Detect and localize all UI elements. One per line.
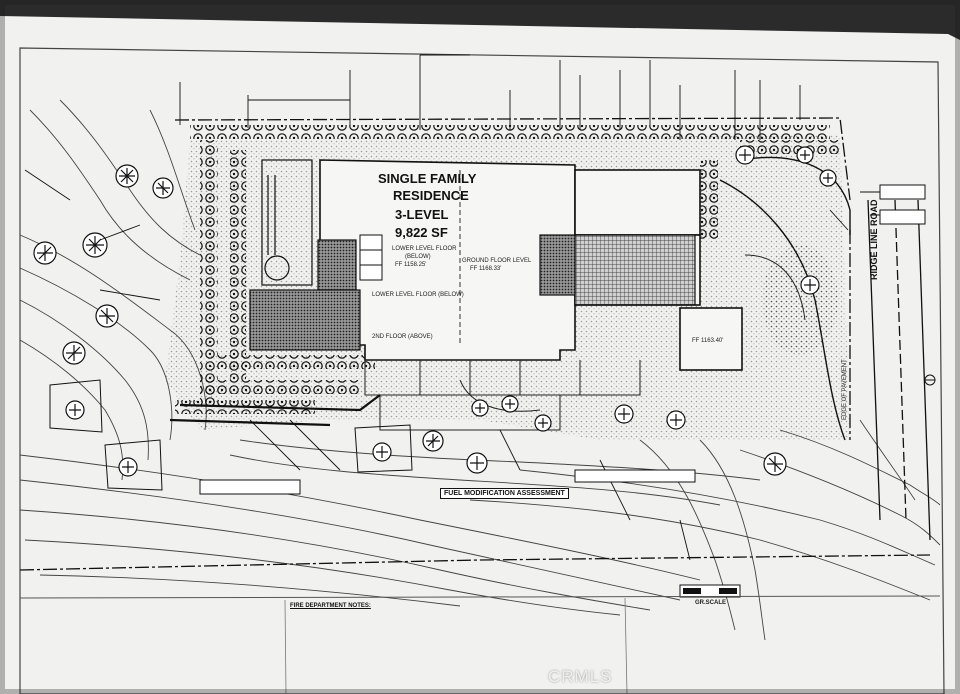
lower-level-sub: (BELOW): [405, 254, 431, 260]
pool-area: [261, 159, 313, 286]
garage: [679, 307, 743, 371]
lower-level-label: LOWER LEVEL FLOOR: [392, 246, 457, 252]
garage-ff-label: FF 1163.40': [692, 338, 724, 344]
residence-title-line1: SINGLE FAMILY: [378, 171, 477, 186]
trees: [33, 145, 837, 477]
watermark: CRMLS: [548, 667, 613, 686]
lower-level-below-label: LOWER LEVEL FLOOR (BELOW): [372, 292, 464, 298]
residence-title-line2: RESIDENCE: [393, 188, 469, 203]
ridge-line-road: [867, 199, 931, 541]
fuel-mod-title: FUEL MODIFICATION ASSESSMENT: [440, 488, 569, 500]
ground-ff-label: FF 1168.33': [470, 266, 502, 272]
residence-area: 9,822 SF: [395, 225, 448, 240]
property-lines: [19, 117, 931, 571]
fire-notes-header: FIRE DEPARTMENT NOTES:: [290, 603, 371, 609]
scale-label: GR.SCALE: [695, 600, 727, 606]
second-floor-label: 2ND FLOOR (ABOVE): [372, 334, 433, 340]
road-edge-label: EDGE OF PAVEMENT: [842, 359, 848, 420]
ground-level-label: GROUND FLOOR LEVEL: [462, 258, 532, 264]
shrub-border: [175, 125, 840, 414]
road-name: RIDGE LINE ROAD: [869, 199, 879, 280]
fire-notes-block: FIRE DEPARTMENT NOTES:: [290, 602, 620, 692]
lower-ff-label: FF 1158.25': [395, 262, 427, 268]
residence-levels: 3-LEVEL: [395, 207, 449, 222]
